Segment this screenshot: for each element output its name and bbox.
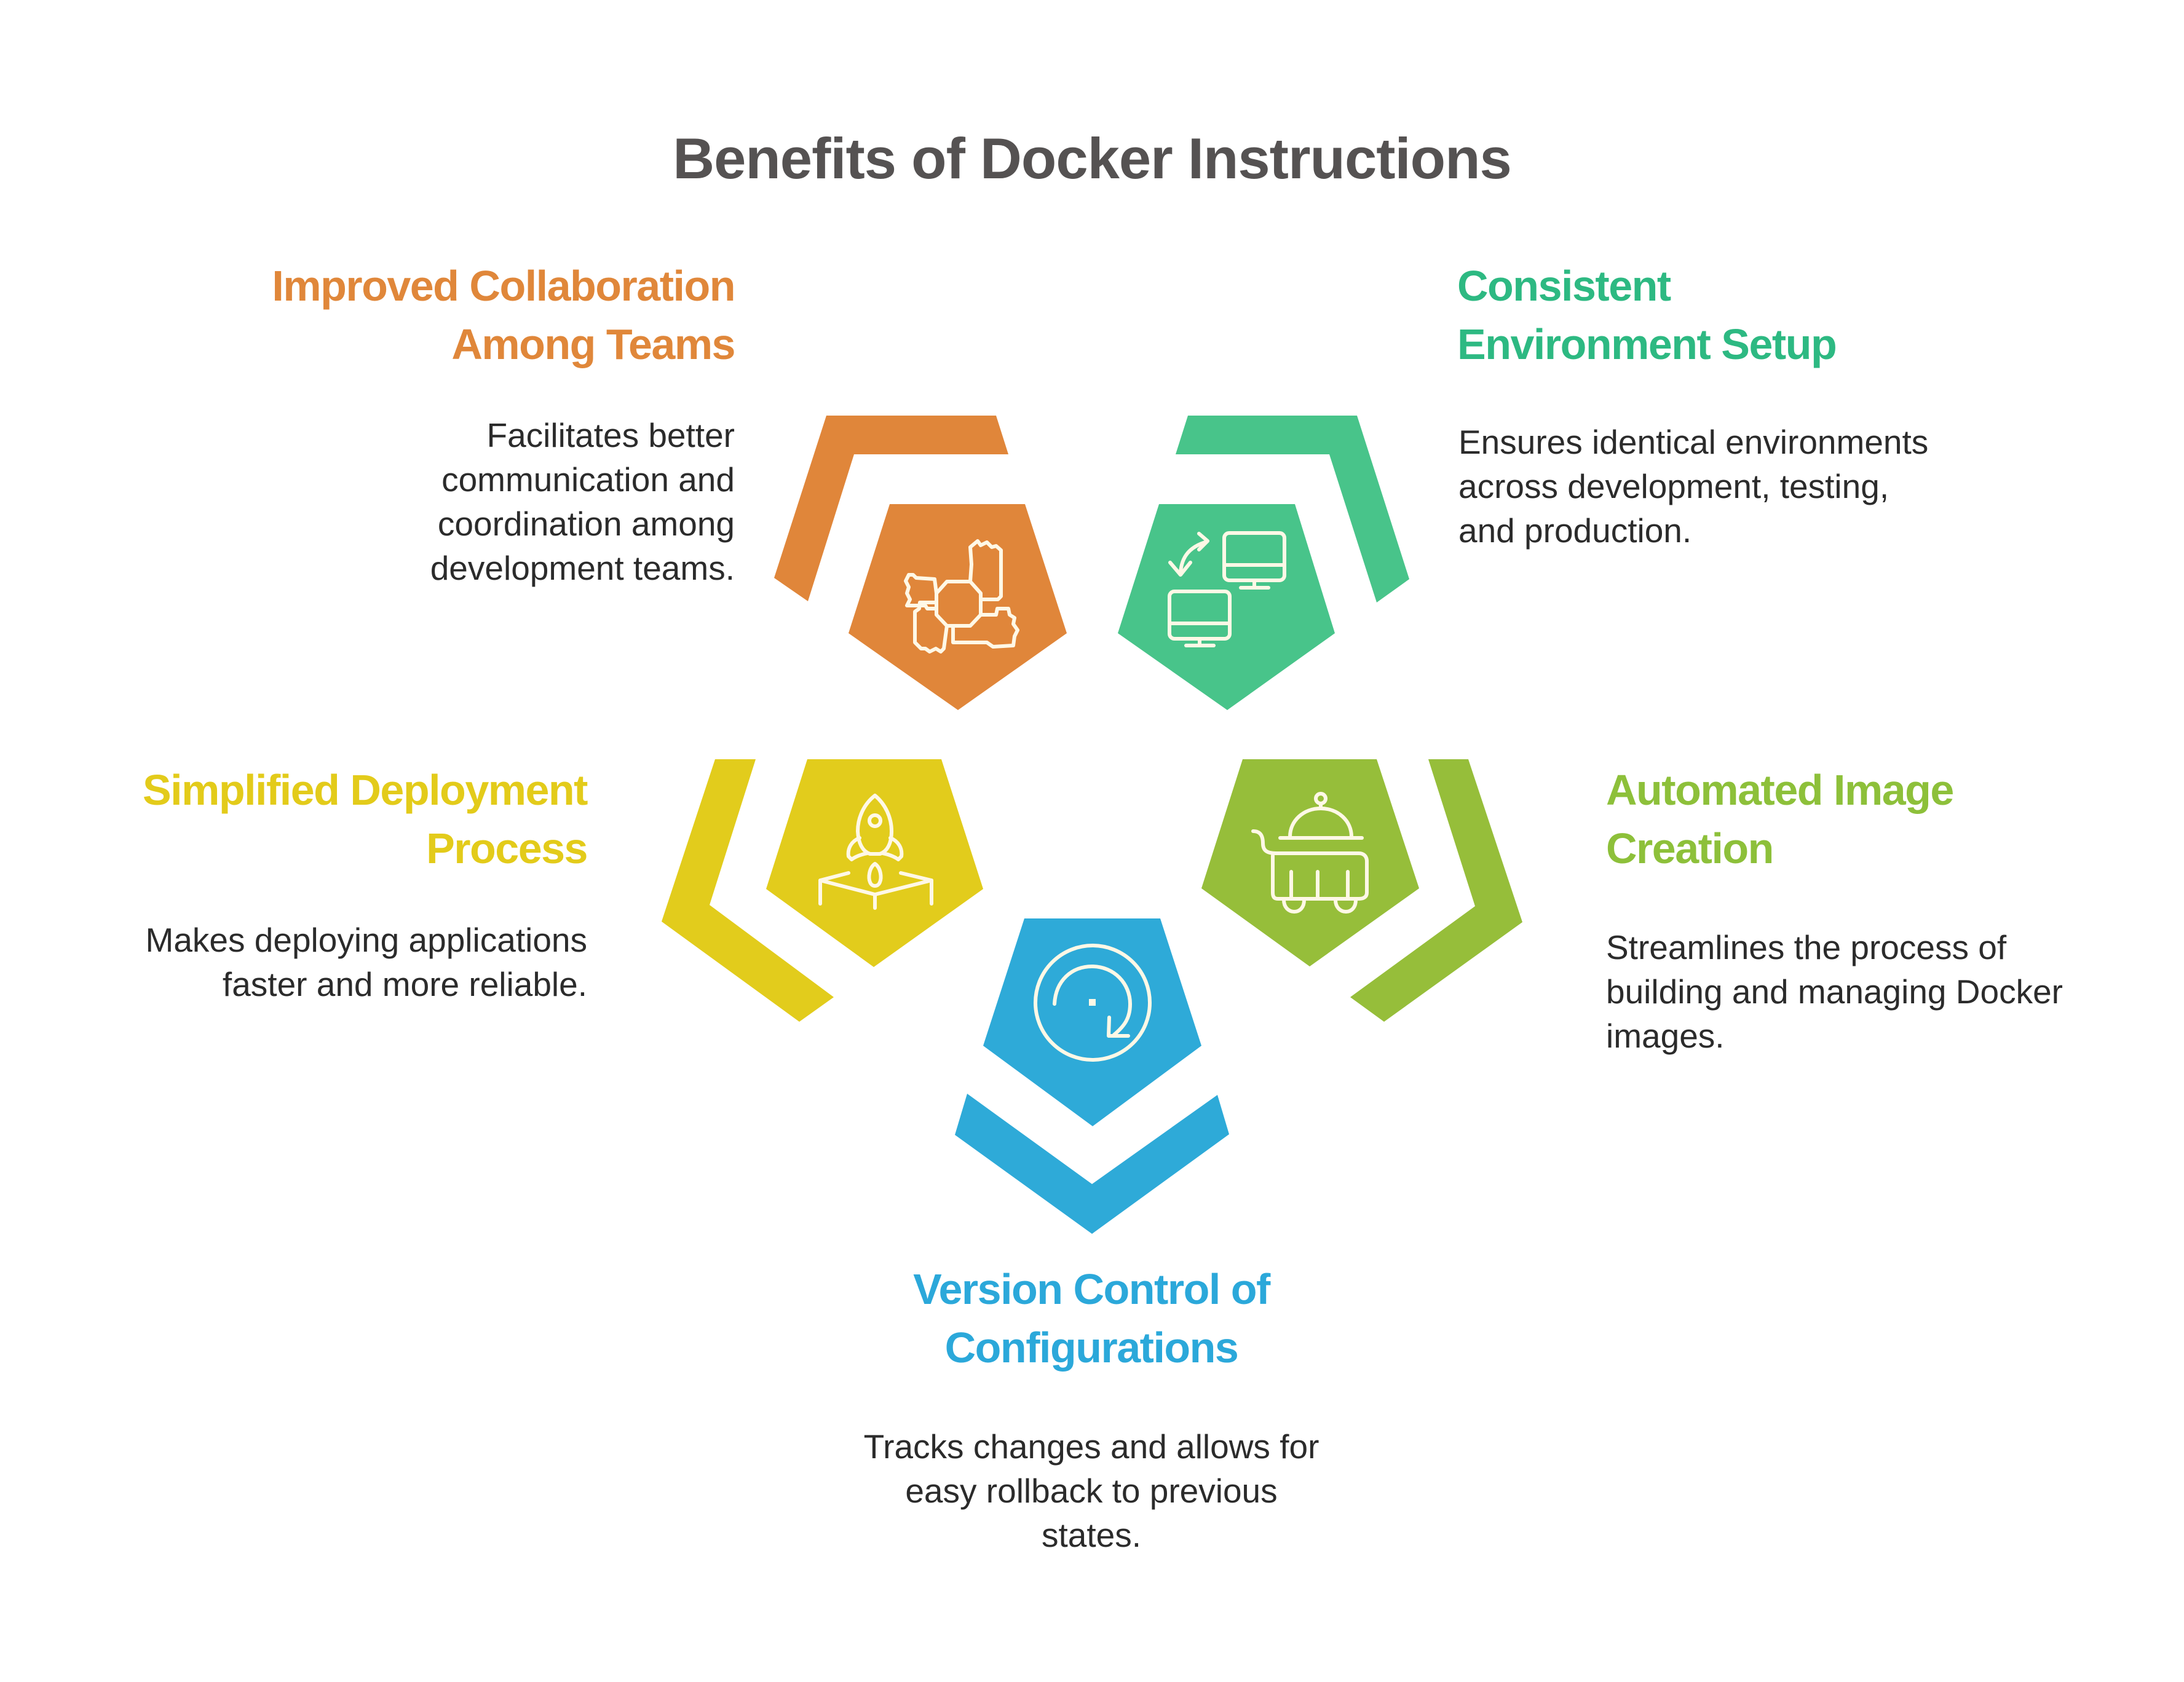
description-line: Ensures identical environments xyxy=(1458,423,1929,461)
description-line: Makes deploying applications xyxy=(145,921,588,959)
segment-deployment xyxy=(662,759,983,1022)
heading-line: Automated Image xyxy=(1606,766,1954,814)
segment-automation xyxy=(1201,759,1522,1022)
outer-chevron-versioning xyxy=(955,1094,1229,1234)
heading-line: Configurations xyxy=(944,1324,1239,1372)
outer-bracket-consistency xyxy=(1176,416,1409,602)
segment-versioning xyxy=(955,918,1229,1234)
description-line: Streamlines the process of xyxy=(1606,928,2007,966)
outer-bracket-collaboration xyxy=(774,416,1008,601)
rocket-launch-icon xyxy=(818,794,933,910)
page-title: Benefits of Docker Instructions xyxy=(673,126,1512,191)
heading-line: Among Teams xyxy=(451,320,735,368)
description-automation: Streamlines the process of building and … xyxy=(1606,925,2159,1058)
heading-deployment: Simplified Deployment Process xyxy=(37,761,588,878)
heading-consistency: Consistent Environment Setup xyxy=(1457,257,2011,374)
description-line: and production. xyxy=(1458,511,1692,550)
description-line: communication and xyxy=(441,460,735,499)
description-line: faster and more reliable. xyxy=(222,965,587,1003)
heading-versioning: Version Control of Configurations xyxy=(784,1260,1399,1377)
heading-line: Environment Setup xyxy=(1457,320,1837,368)
heading-line: Process xyxy=(426,824,588,872)
description-consistency: Ensures identical environments across de… xyxy=(1458,420,2012,553)
heading-line: Creation xyxy=(1606,824,1774,872)
description-line: states. xyxy=(1041,1516,1142,1554)
heading-line: Simplified Deployment xyxy=(142,766,588,814)
description-line: images. xyxy=(1606,1017,1725,1055)
service-cart-icon xyxy=(1251,792,1369,914)
segment-consistency xyxy=(1118,416,1409,710)
heading-collaboration: Improved Collaboration Among Teams xyxy=(184,257,735,374)
description-deployment: Makes deploying applications faster and … xyxy=(37,918,588,1006)
monitors-sync-icon xyxy=(1168,531,1286,647)
description-line: development teams. xyxy=(430,549,735,587)
rotate-clockwise-icon xyxy=(1034,944,1152,1062)
pentagon-automation xyxy=(1201,759,1419,966)
description-line: easy rollback to previous xyxy=(905,1472,1278,1510)
description-line: across development, testing, xyxy=(1458,467,1889,505)
description-collaboration: Facilitates better communication and coo… xyxy=(246,413,735,590)
description-line: Facilitates better xyxy=(486,416,735,454)
heading-line: Consistent xyxy=(1457,262,1671,310)
description-line: Tracks changes and allows for xyxy=(863,1427,1320,1466)
heading-line: Improved Collaboration xyxy=(272,262,735,310)
pentagon-versioning xyxy=(983,918,1201,1126)
description-line: coordination among xyxy=(437,505,735,543)
team-hands-icon xyxy=(904,539,1019,653)
heading-automation: Automated Image Creation xyxy=(1606,761,2159,878)
outer-bracket-automation xyxy=(1350,759,1522,1022)
outer-bracket-deployment xyxy=(662,759,834,1022)
heading-line: Version Control of xyxy=(913,1265,1270,1313)
segment-collaboration xyxy=(774,416,1067,710)
description-line: building and managing Docker xyxy=(1606,973,2063,1011)
description-versioning: Tracks changes and allows for easy rollb… xyxy=(784,1424,1399,1557)
pentagon-consistency xyxy=(1118,504,1335,710)
pentagon-collaboration xyxy=(849,504,1067,710)
